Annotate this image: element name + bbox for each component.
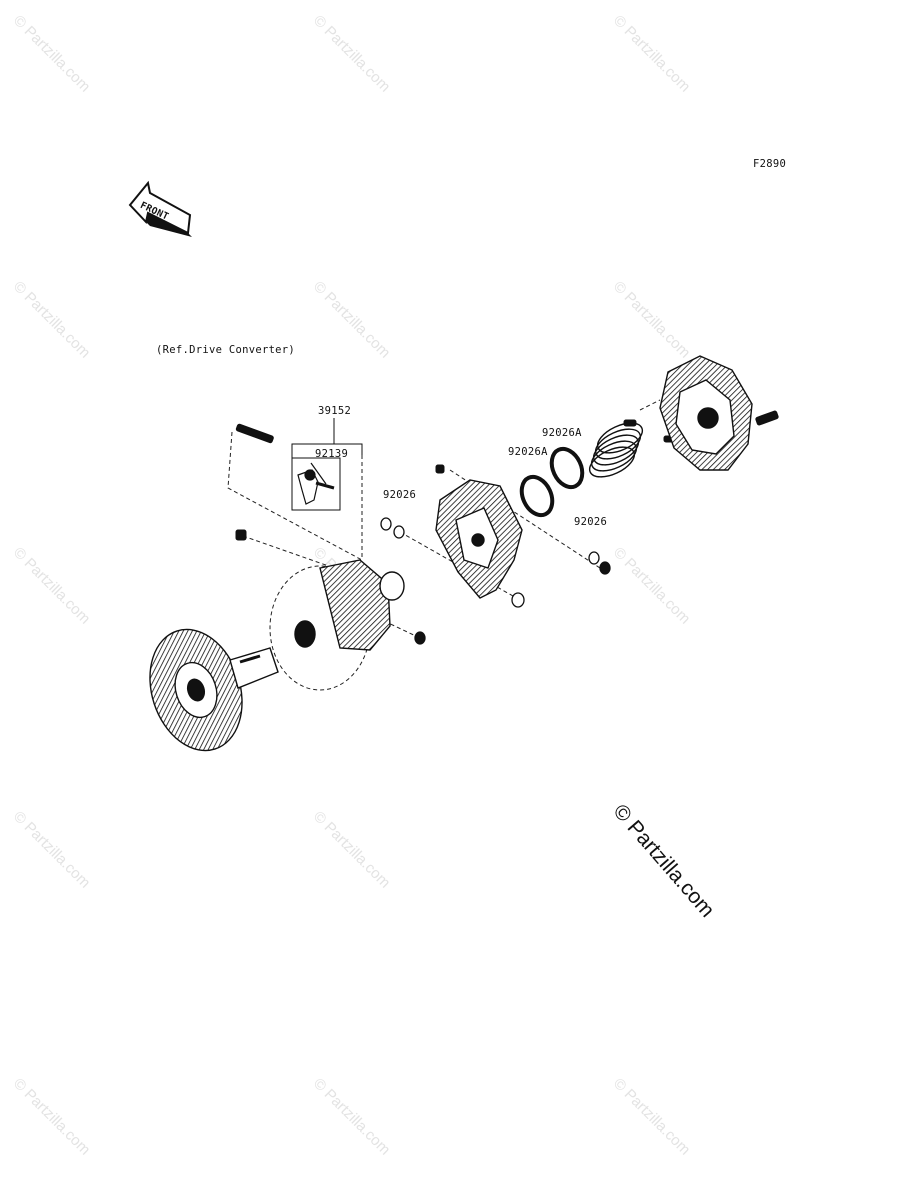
part-label-39152[interactable]: 39152 — [318, 405, 352, 417]
movable-sheave — [294, 559, 405, 651]
spider-bracket — [435, 479, 523, 599]
reference-note: (Ref.Drive Converter) — [156, 344, 296, 356]
part-92139 — [291, 457, 341, 511]
part-label-92139[interactable]: 92139 — [315, 448, 349, 460]
o-ring-92026A — [519, 446, 585, 518]
fixed-sheave — [149, 628, 279, 752]
collar-icon — [380, 517, 611, 645]
part-label-92026-right[interactable]: 92026 — [574, 516, 608, 528]
front-arrow-icon — [128, 180, 192, 237]
spring-icon — [588, 422, 644, 478]
figure-code: F2890 — [753, 158, 787, 170]
cover-plate — [659, 355, 753, 471]
label-bracket-39152 — [291, 418, 363, 460]
part-label-92026A-upper[interactable]: 92026A — [542, 427, 582, 439]
part-label-92026-left[interactable]: 92026 — [383, 489, 417, 501]
part-label-92026A-lower[interactable]: 92026A — [508, 446, 548, 458]
